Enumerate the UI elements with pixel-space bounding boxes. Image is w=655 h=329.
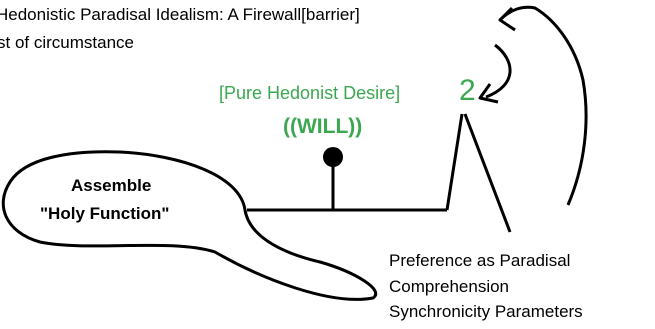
will-dot: [323, 147, 343, 167]
arrow-title-to-two: [485, 43, 512, 99]
blob-label-line-1: Assemble: [71, 176, 152, 195]
title-line-1: Hedonistic Paradisal Idealism: A Firewal…: [0, 5, 360, 24]
preference-line-3: Synchronicity Parameters: [389, 302, 583, 321]
title-line-2: st of circumstance: [0, 33, 134, 52]
blob-label-line-2: "Holy Function": [40, 204, 170, 223]
holy-function-blob: [1, 150, 377, 301]
preference-line-2: Comprehension: [389, 277, 510, 296]
pure-hedonist-desire-label: [Pure Hedonist Desire]: [219, 83, 401, 103]
outer-loop-arrow: [498, 5, 588, 206]
preference-line-1: Preference as Paradisal: [389, 251, 571, 270]
outer-loop-arrow-head: [498, 6, 516, 32]
rising-line-right: [463, 113, 512, 233]
will-label: ((WILL)): [283, 115, 363, 138]
rising-line-left: [445, 113, 464, 211]
arrow-title-to-two-head: [478, 83, 499, 104]
desire-number: 2: [459, 74, 476, 107]
